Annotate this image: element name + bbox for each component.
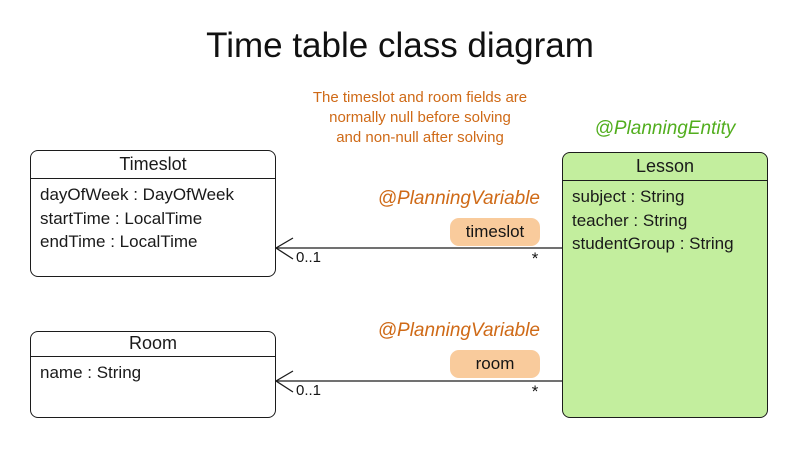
arrowhead-room-icon: [274, 370, 294, 393]
class-title-room: Room: [31, 332, 275, 357]
multiplicity-timeslot-source: 0..1: [296, 249, 322, 266]
class-title-timeslot: Timeslot: [31, 151, 275, 179]
class-attribute: subject : String: [572, 187, 685, 206]
class-attributes-timeslot: dayOfWeek : DayOfWeek startTime : LocalT…: [31, 179, 275, 254]
class-attribute: endTime : LocalTime: [40, 232, 198, 251]
field-badge-room: room: [450, 350, 540, 378]
class-attribute: teacher : String: [572, 210, 688, 230]
class-box-lesson: Lesson subject : String teacher : String…: [562, 152, 768, 418]
class-box-timeslot: Timeslot dayOfWeek : DayOfWeek startTime…: [30, 150, 276, 277]
multiplicity-room-source: 0..1: [296, 382, 322, 399]
class-attribute: startTime : LocalTime: [40, 208, 203, 228]
class-title-lesson: Lesson: [563, 153, 767, 181]
diagram-title: Time table class diagram: [206, 26, 594, 65]
planning-variable-timeslot-annotation: @PlanningVariable: [377, 188, 540, 209]
field-badge-timeslot: timeslot: [450, 218, 540, 246]
class-attributes-lesson: subject : String teacher : String studen…: [563, 181, 767, 256]
class-attribute: studentGroup : String: [572, 234, 734, 253]
multiplicity-timeslot-target: *: [531, 249, 539, 268]
class-attributes-room: name : String: [31, 357, 275, 385]
planning-variable-room-annotation: @PlanningVariable: [377, 320, 540, 341]
class-box-room: Room name : String: [30, 331, 276, 418]
multiplicity-room-target: *: [531, 382, 539, 401]
note-text: The timeslot and room fields are normall…: [312, 89, 528, 146]
class-attribute: name : String: [40, 363, 142, 382]
planning-entity-annotation: @PlanningEntity: [594, 118, 736, 139]
arrowhead-timeslot-icon: [274, 237, 294, 260]
class-attribute: dayOfWeek : DayOfWeek: [40, 185, 234, 204]
